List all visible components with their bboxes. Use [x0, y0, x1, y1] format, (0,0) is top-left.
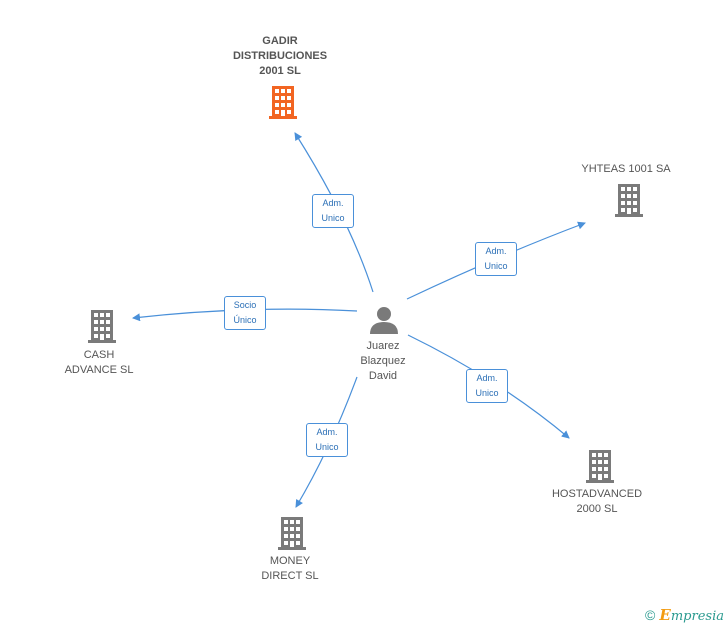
node-label-hostadvanced[interactable]: HOSTADVANCED 2000 SL [551, 488, 643, 515]
edge-label-cash: Socio Único [224, 296, 266, 330]
brand-logo-text: mpresia [670, 609, 724, 624]
building-icon[interactable] [269, 86, 297, 119]
node-label-cash[interactable]: CASH ADVANCE SL [64, 349, 134, 376]
copyright-icon: © [644, 607, 656, 623]
person-icon[interactable] [370, 307, 398, 334]
edge-label-money: Adm. Unico [306, 423, 348, 457]
edge-label-yhteas: Adm. Unico [475, 242, 517, 276]
building-icon[interactable] [615, 184, 643, 217]
building-icon[interactable] [88, 310, 116, 343]
node-label-yhteas[interactable]: YHTEAS 1001 SA [581, 163, 671, 175]
edge-label-hostadvanced: Adm. Unico [466, 369, 508, 403]
brand-logo-letter: E [659, 606, 671, 624]
edge-label-gadir: Adm. Unico [312, 194, 354, 228]
center-person-name[interactable]: Juarez Blazquez David [360, 340, 406, 382]
building-icon[interactable] [586, 450, 614, 483]
node-label-money[interactable]: MONEY DIRECT SL [261, 555, 319, 582]
building-icon[interactable] [278, 517, 306, 550]
empresia-brand[interactable]: © Empresia [645, 606, 724, 624]
node-label-gadir[interactable]: GADIR DISTRIBUCIONES 2001 SL [232, 35, 328, 77]
